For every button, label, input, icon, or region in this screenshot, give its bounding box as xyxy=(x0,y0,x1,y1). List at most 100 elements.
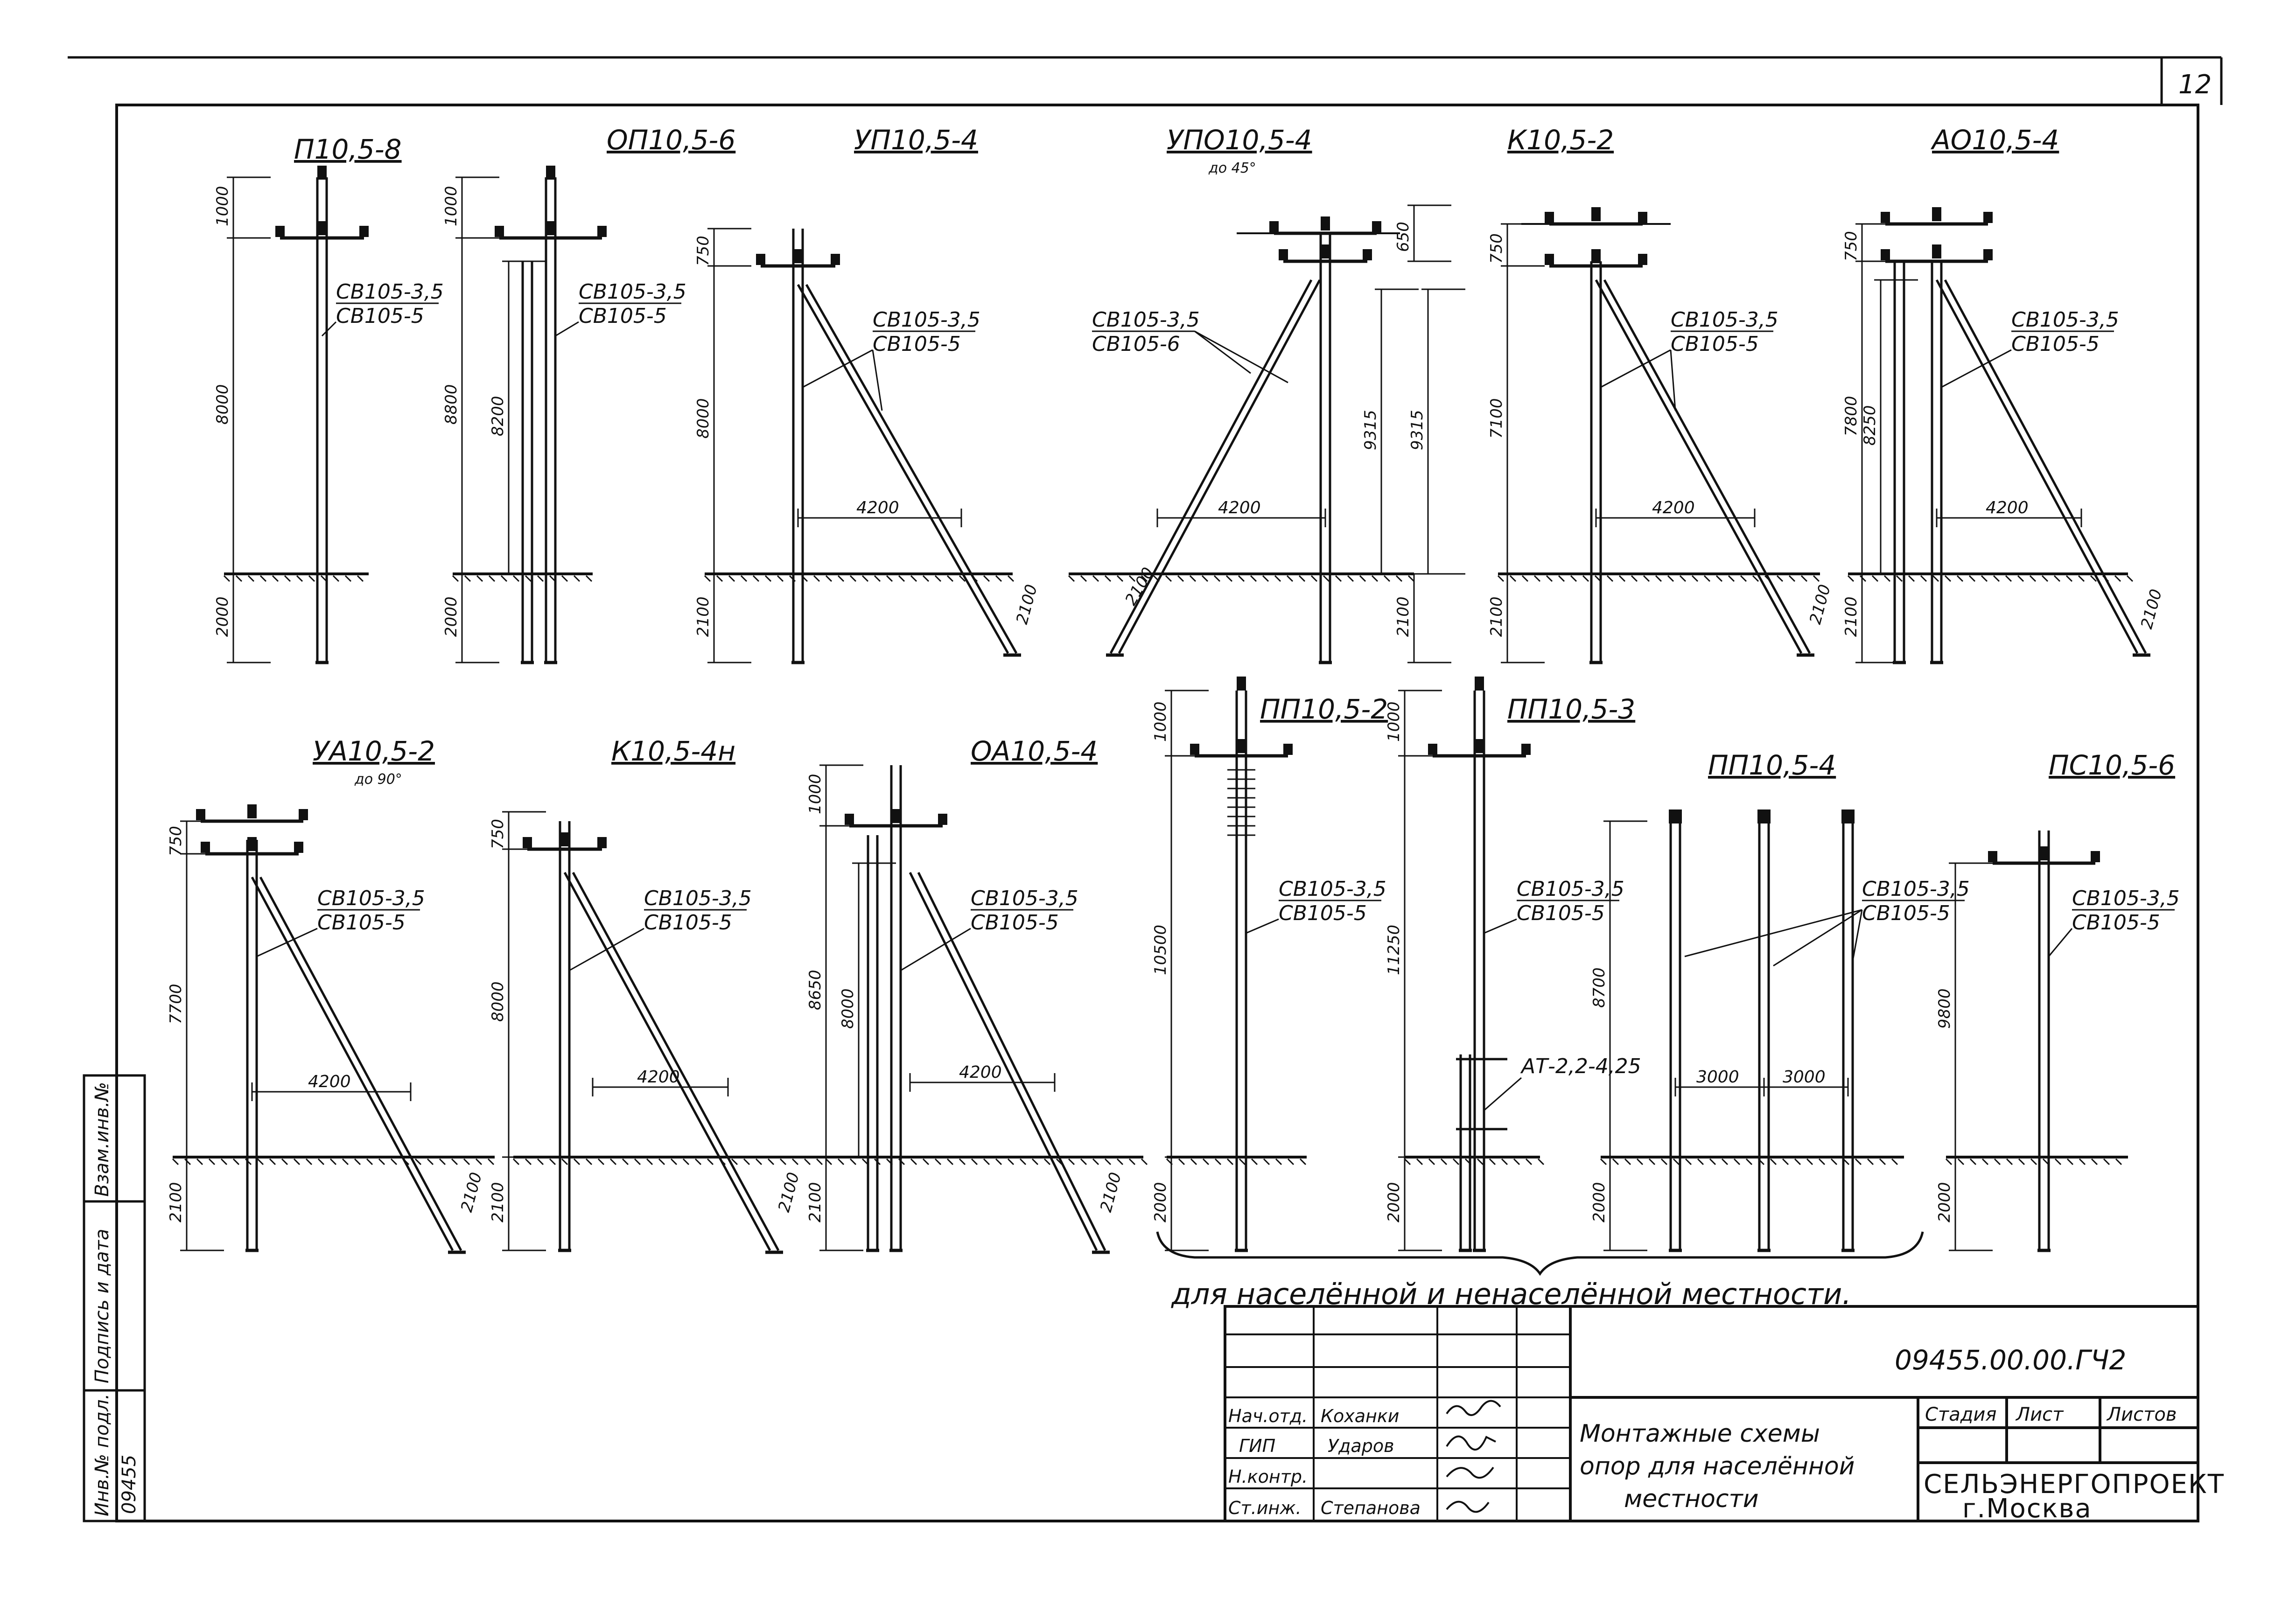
pole-k10-5-4n-ground-hatch xyxy=(731,1158,738,1165)
pole-pp10-5-2-ground-hatch xyxy=(1239,1158,1246,1165)
pole-pp10-5-3-title: ПП10,5-3 xyxy=(1507,693,1635,725)
pole-k10-5-2-ground-hatch xyxy=(1570,575,1577,582)
pole-ua10-5-2-ground-hatch xyxy=(329,1158,337,1165)
pole-up10-5-4-ground-hatch xyxy=(898,575,905,582)
pole-k10-5-4n-title: К10,5-4н xyxy=(611,735,735,767)
pole-upo10-5-4-ground-hatch xyxy=(1104,575,1112,582)
pole-ao10-5-4-ground-hatch xyxy=(1993,575,2000,582)
pole-p10-5-8-ground-hatch xyxy=(284,575,291,582)
pole-ps10-5-6-ground-hatch xyxy=(2079,1158,2086,1165)
pole-k10-5-2-arm-insulator-r xyxy=(1638,212,1647,223)
pole-k10-5-2-ground-hatch xyxy=(1800,575,1808,582)
pole-ao10-5-4-strut-a xyxy=(1935,279,2139,654)
pole-k10-5-2-arm2-insulator-r xyxy=(1638,254,1647,265)
pole-upo10-5-4-span-label: 4200 xyxy=(1218,498,1261,517)
pole-p10-5-8-ground-hatch xyxy=(247,575,255,582)
pole-ua10-5-2-subtitle: до 90° xyxy=(354,771,402,788)
pole-p10-5-8-wire-2: СВ105-5 xyxy=(336,304,424,328)
pole-upo10-5-4-dim3-label: 9315 xyxy=(1408,410,1427,450)
drawing-frame xyxy=(115,104,2199,1522)
pole-oa10-5-4-ground-hatch xyxy=(1068,1158,1075,1165)
pole-oa10-5-4-strut-a xyxy=(909,872,1098,1251)
pole-k10-5-2-ground-hatch xyxy=(1655,575,1662,582)
pole-k10-5-4n-ground-hatch xyxy=(549,1158,556,1165)
pole-up10-5-4-ground-hatch xyxy=(934,575,942,582)
pole-k10-5-2-arm-insulator-l xyxy=(1545,212,1554,223)
pole-ua10-5-2-ground-hatch xyxy=(390,1158,398,1165)
pole-oa10-5-4-ground-hatch xyxy=(849,1158,857,1165)
pole-ao10-5-4-leader xyxy=(1941,349,2012,388)
pole-ao10-5-4-wire-2: СВ105-5 xyxy=(2011,332,2100,356)
pole-ua10-5-2-ground-hatch xyxy=(475,1158,483,1165)
pole-oa10-5-4-ground-hatch xyxy=(1128,1158,1136,1165)
pole-pp10-5-3-ground-hatch xyxy=(1489,1158,1496,1165)
pole-ua10-5-2-ground-hatch xyxy=(366,1158,373,1165)
pole-k10-5-2-leader2 xyxy=(1670,349,1676,411)
pole-op10-5-6-ground-hatch xyxy=(500,575,508,582)
pole-upo10-5-4-ground-hatch xyxy=(1274,575,1281,582)
pole-pp10-5-2-ground-hatch xyxy=(1275,1158,1282,1165)
pole-p10-5-8-leader xyxy=(321,321,337,337)
pole-upo10-5-4-ground-hatch xyxy=(1238,575,1245,582)
pole-pp10-5-3-top-ins xyxy=(1475,677,1484,691)
pole-ua10-5-2-ground-hatch xyxy=(232,1158,240,1165)
pole-pp10-5-2-wire-1: СВ105-3,5 xyxy=(1279,877,1386,901)
pole-oa10-5-4-dim4-label: 2100 xyxy=(806,1182,825,1222)
pole-ua10-5-2-ground-hatch xyxy=(269,1158,276,1165)
pole-pp10-5-4-ground-hatch xyxy=(1782,1158,1789,1165)
pole-up10-5-4-ground-hatch xyxy=(861,575,869,582)
pole-p10-5-8-dim2-label: 8000 xyxy=(213,384,232,425)
pole-pp10-5-4-ground-hatch xyxy=(1818,1158,1826,1165)
pole-oa10-5-4-ground-hatch xyxy=(1141,1158,1148,1165)
pole-k10-5-2-ground-hatch xyxy=(1679,575,1687,582)
pole-pp10-5-4-dim2-label: 2000 xyxy=(1590,1182,1609,1222)
pole-pp10-5-4-ground xyxy=(1600,1156,1904,1165)
pole-k10-5-4n-ground-hatch xyxy=(804,1158,811,1165)
sheet-title-line-3: местности xyxy=(1624,1485,1759,1513)
side-inv-number: 09455 xyxy=(119,1455,140,1514)
sheet-title-line-1: Монтажные схемы xyxy=(1580,1420,1820,1448)
pole-k10-5-4n-ground-hatch xyxy=(670,1158,678,1165)
pole-up10-5-4-ground-hatch xyxy=(728,575,735,582)
pole-op10-5-6-arm-insulator-c xyxy=(546,221,555,235)
pole-upo10-5-4-dim5-label: 2100 xyxy=(1394,596,1413,637)
pole-pp10-5-4-leader2 xyxy=(1773,909,1862,967)
pole-ua10-5-2-arm2-insulator-c xyxy=(247,837,257,851)
sheet-number: 12 xyxy=(2178,70,2212,100)
pole-up10-5-4-dim2-label: 8000 xyxy=(694,398,713,439)
pole-pp10-5-3-ground-hatch xyxy=(1501,1158,1508,1165)
pole-op10-5-6-title: ОП10,5-6 xyxy=(607,124,735,156)
pole-pp10-5-2-arm-insulator-c xyxy=(1237,739,1246,753)
pole-k10-5-4n-ground-hatch xyxy=(537,1158,544,1165)
pole-pp10-5-2-ground-hatch xyxy=(1263,1158,1270,1165)
pole-upo10-5-4-ground-hatch xyxy=(1177,575,1184,582)
pole-k10-5-4n-wire-1: СВ105-3,5 xyxy=(644,886,752,910)
pole-ao10-5-4-dim1-label: 750 xyxy=(1842,231,1861,261)
pole-upo10-5-4-dim4: 2100 xyxy=(1121,565,1158,609)
pole-ua10-5-2-ground-hatch xyxy=(439,1158,446,1165)
pole-pp10-5-2-ground-hatch xyxy=(1214,1158,1222,1165)
pole-ps10-5-6-ground-hatch xyxy=(1981,1158,1989,1165)
pole-up10-5-4-strut-b xyxy=(805,284,1018,654)
pole-up10-5-4-ground-hatch xyxy=(886,575,893,582)
pole-k10-5-2-ground-hatch xyxy=(1533,575,1541,582)
pole-upo10-5-4-wire-2: СВ105-6 xyxy=(1092,332,1180,356)
pole-p10-5-8-ground-hatch xyxy=(272,575,279,582)
pole-oa10-5-4-ground-hatch xyxy=(837,1158,845,1165)
pole-k10-5-4n-wire-2: СВ105-5 xyxy=(644,911,732,935)
pole-oa10-5-4-ground-hatch xyxy=(983,1158,990,1165)
pole-ps10-5-6-arm-insulator-r xyxy=(2091,851,2100,862)
sheet-header: Лист xyxy=(2015,1404,2064,1425)
pole-p10-5-8-top-ins xyxy=(317,166,327,180)
pole-pp10-5-4-ground-hatch xyxy=(1879,1158,1886,1165)
pole-pp10-5-3-wire-1: СВ105-3,5 xyxy=(1517,877,1624,901)
pole-oa10-5-4-ground-hatch xyxy=(1019,1158,1027,1165)
pole-ao10-5-4-ground-hatch xyxy=(1944,575,1952,582)
pole-op10-5-6-dim1-label: 1000 xyxy=(442,186,461,226)
pole-ua10-5-2-ground-hatch xyxy=(281,1158,288,1165)
pole-pp10-5-3-ground-hatch xyxy=(1513,1158,1520,1165)
pole-upo10-5-4-strut-a xyxy=(1109,279,1313,654)
pole-p10-5-8-arm-insulator-r xyxy=(359,226,369,237)
pole-pp10-5-2-dim2-label: 10500 xyxy=(1151,925,1170,975)
pole-op10-5-6-leader xyxy=(555,321,579,337)
